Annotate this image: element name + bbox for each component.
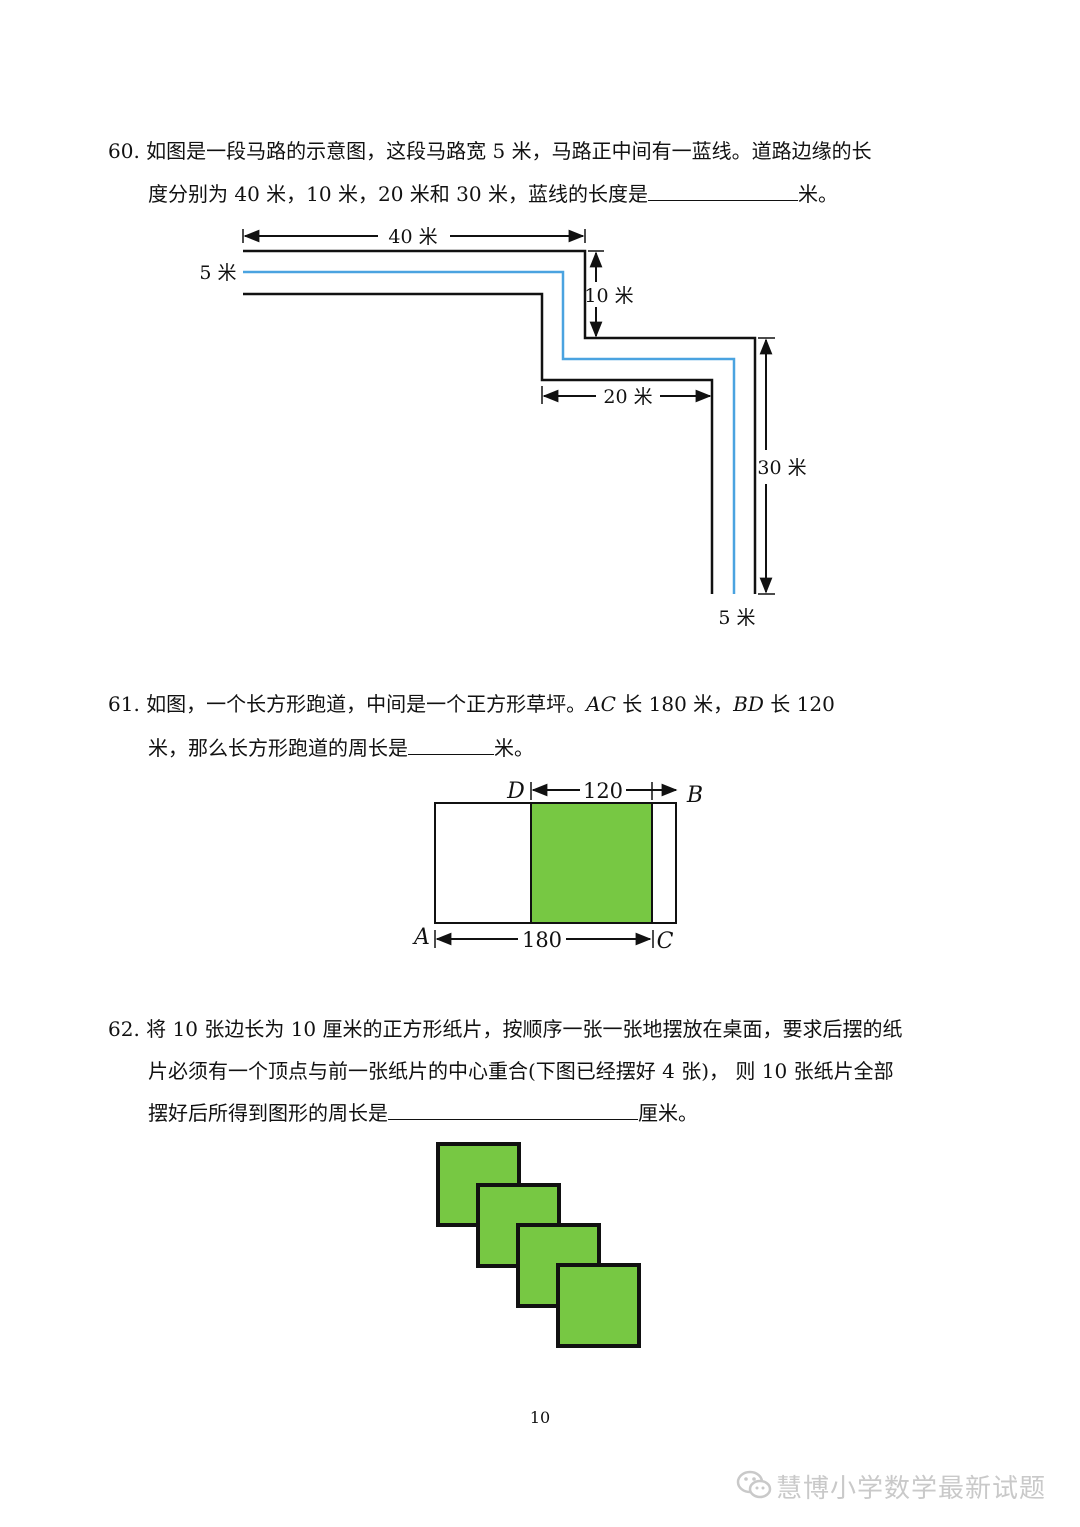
q62-line-2: 片必须有一个顶点与前一张纸片的中心重合(下图已经摆好 4 张)， 则 10 张纸…	[148, 1057, 894, 1085]
q61-text-1c: 长 120	[763, 692, 835, 716]
q61-text-2-end: 米。	[494, 736, 534, 760]
q61-bd: BD	[733, 692, 764, 716]
q61-text-2: 米，那么长方形跑道的周长是	[148, 736, 408, 760]
q61-number: 61.	[108, 692, 140, 716]
road-inner-edge	[243, 292, 714, 594]
q62-number: 62.	[108, 1017, 140, 1041]
wechat-icon	[736, 1470, 772, 1499]
label-point-c: C	[657, 929, 674, 954]
q62-text-3-end: 厘米。	[638, 1101, 698, 1125]
road-outer-edge	[243, 249, 757, 594]
q61-answer-blank[interactable]	[408, 734, 494, 755]
label-30m: 30 米	[757, 457, 806, 479]
label-width-left: 5 米	[199, 262, 236, 284]
q61-ac: AC	[586, 692, 616, 716]
label-point-a: A	[412, 925, 430, 950]
q60-answer-blank[interactable]	[647, 180, 798, 201]
label-width-bottom: 5 米	[718, 607, 755, 629]
label-20m: 20 米	[603, 386, 652, 408]
q61-track-figure: 120 180 D B A C	[412, 779, 703, 954]
q62-text-3: 摆好后所得到图形的周长是	[148, 1101, 388, 1125]
label-40m: 40 米	[388, 226, 437, 248]
q60-text-2: 度分别为 40 米，10 米，20 米和 30 米，蓝线的长度是	[148, 182, 648, 206]
q62-answer-blank[interactable]	[388, 1099, 638, 1120]
road-center-line	[243, 270, 736, 594]
square-lawn	[530, 802, 653, 924]
q60-line-2: 度分别为 40 米，10 米，20 米和 30 米，蓝线的长度是 米。	[148, 180, 838, 208]
q61-text-1b: 长 180 米，	[615, 692, 734, 716]
q62-line-3: 摆好后所得到图形的周长是 厘米。	[148, 1099, 698, 1127]
q60-line-1: 60. 如图是一段马路的示意图，这段马路宽 5 米，马路正中间有一蓝线。道路边缘…	[108, 137, 872, 165]
q61-line-2: 米，那么长方形跑道的周长是 米。	[148, 734, 534, 762]
q60-text-1: 如图是一段马路的示意图，这段马路宽 5 米，马路正中间有一蓝线。道路边缘的长	[146, 139, 872, 163]
q62-squares-figure	[436, 1142, 641, 1348]
label-180: 180	[522, 928, 562, 952]
label-point-d: D	[506, 779, 525, 804]
q61-text-1a: 如图，一个长方形跑道，中间是一个正方形草坪。	[146, 692, 587, 716]
q60-number: 60.	[108, 139, 140, 163]
watermark-text: 慧博小学数学最新试题	[776, 1474, 1047, 1504]
q60-text-2-end: 米。	[797, 182, 838, 206]
label-point-b: B	[686, 783, 703, 808]
page-number: 10	[529, 1408, 551, 1427]
paper-square-4	[556, 1263, 641, 1348]
q61-line-1: 61. 如图，一个长方形跑道，中间是一个正方形草坪。AC 长 180 米，BD …	[108, 690, 835, 718]
q62-line-1: 62. 将 10 张边长为 10 厘米的正方形纸片，按顺序一张一张地摆放在桌面，…	[108, 1015, 903, 1043]
q62-text-1: 将 10 张边长为 10 厘米的正方形纸片，按顺序一张一张地摆放在桌面，要求后摆…	[146, 1017, 903, 1041]
label-120: 120	[583, 779, 623, 803]
q62-text-2: 片必须有一个顶点与前一张纸片的中心重合(下图已经摆好 4 张)， 则 10 张纸…	[148, 1059, 894, 1083]
q60-road-figure: 40 米 10 米 20 米 30 米 5 米 5 米	[199, 226, 806, 629]
watermark: 慧博小学数学最新试题	[736, 1466, 1056, 1504]
label-10m: 10 米	[584, 285, 633, 307]
